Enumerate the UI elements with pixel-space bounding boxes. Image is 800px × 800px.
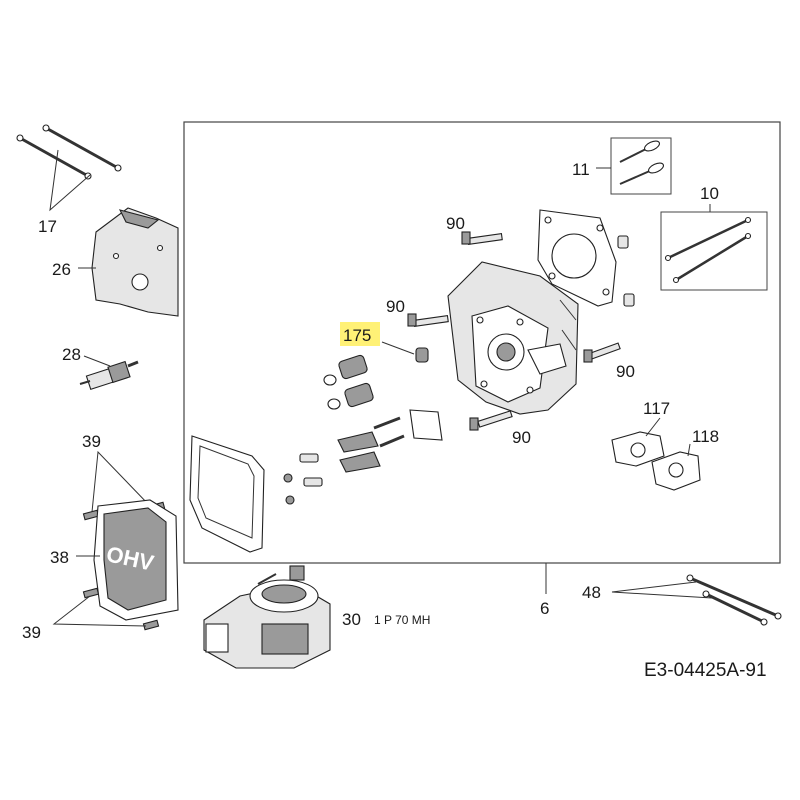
engine-part: [203, 565, 331, 669]
callout-175-highlight: [340, 322, 380, 346]
head-bolts-part: [407, 231, 621, 431]
head-gasket-part: [537, 209, 617, 307]
spark-plug-part: [79, 360, 139, 391]
assembly-frame: [183, 121, 781, 564]
cylinder-head-part: [447, 261, 579, 415]
callout-11: 11: [572, 160, 590, 179]
callout-90-a: 90: [446, 214, 465, 233]
callout-17: 17: [38, 217, 57, 236]
push-rods-box-part: [664, 216, 752, 284]
callout-90-d: 90: [512, 428, 531, 447]
rocker-cover-gasket-part: [189, 435, 265, 553]
callout-48: 48: [582, 583, 601, 602]
callout-38: 38: [50, 548, 69, 567]
callout-39-bottom: 39: [22, 623, 41, 642]
diagram-code: E3-04425A-91: [644, 660, 767, 681]
valve-stem-seal-part: [415, 347, 429, 363]
rocker-arms-part: [283, 409, 443, 505]
intake-gasket-part: [611, 431, 701, 491]
callout-90-c: 90: [616, 362, 635, 381]
valves-part: [619, 140, 664, 185]
callout-26: 26: [52, 260, 71, 279]
deflector-plate-part: [91, 207, 179, 317]
callout-10: 10: [700, 184, 719, 203]
callout-28: 28: [62, 345, 81, 364]
engine-model: 1 P 70 MH: [374, 613, 430, 627]
callout-6: 6: [540, 599, 549, 618]
callout-118: 118: [692, 427, 719, 446]
push-rods-part: [16, 124, 122, 180]
valve-springs-part: [323, 354, 374, 410]
callout-39-top: 39: [82, 432, 101, 451]
callout-175[interactable]: 175: [343, 326, 371, 345]
valve-cover-part: OHV: [93, 499, 179, 621]
callout-117: 117: [643, 399, 670, 418]
push-rods-48-part: [686, 574, 782, 626]
callout-90-b: 90: [386, 297, 405, 316]
callout-30: 30: [342, 610, 361, 629]
